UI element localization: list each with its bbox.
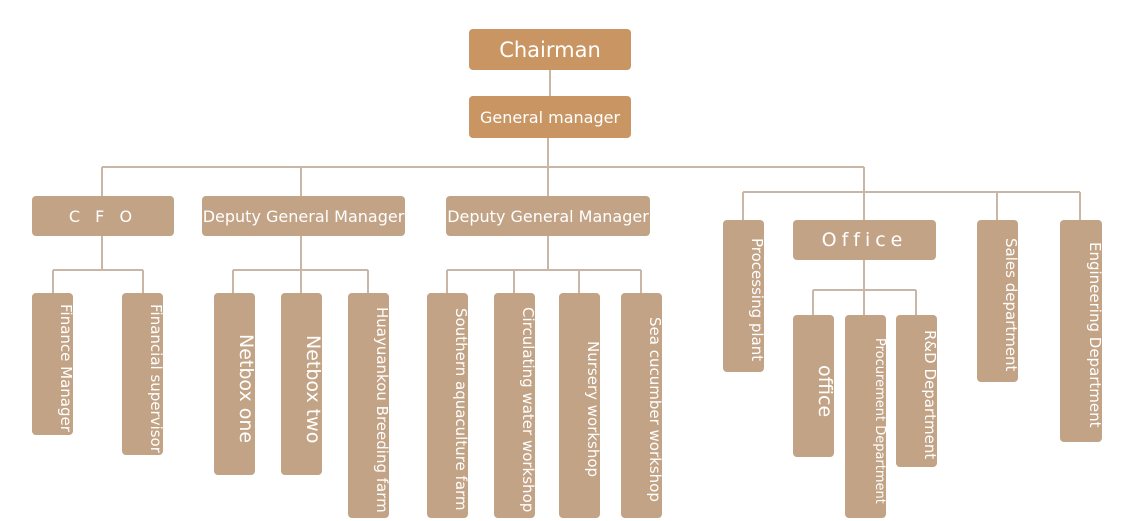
- node-nursery-workshop: Nursery workshop: [559, 293, 602, 518]
- connector-deputy-2-children: [446, 236, 642, 293]
- connector-office-children: [812, 260, 917, 315]
- connector-deputy-1-children: [232, 236, 369, 293]
- node-rd-department: R&D Department: [896, 315, 939, 467]
- node-huayuankou-breeding-farm: Huayuankou Breeding farm: [348, 293, 391, 518]
- node-sales-department: Sales department: [977, 220, 1020, 382]
- node-chairman: Chairman: [469, 29, 631, 70]
- node-processing-plant: Processing plant: [723, 220, 766, 372]
- node-circulating-water-workshop: Circulating water workshop: [494, 293, 537, 518]
- node-financial-supervisor: Financial supervisor: [122, 293, 165, 455]
- node-netbox-one: Netbox one: [214, 293, 257, 475]
- node-cfo: C F O: [32, 196, 174, 236]
- node-netbox-two: Netbox two: [281, 293, 324, 475]
- node-deputy-general-manager-2: Deputy General Manager: [446, 196, 650, 236]
- node-office-sub: office: [793, 315, 836, 457]
- node-sea-cucumber-workshop: Sea cucumber workshop: [621, 293, 664, 518]
- node-office: Office: [793, 220, 936, 260]
- node-southern-aquaculture-farm: Southern aquaculture farm: [427, 293, 470, 518]
- connector-cfo-children: [52, 236, 144, 293]
- node-procurement-department: Procurement Department: [845, 315, 887, 518]
- node-general-manager: General manager: [469, 96, 631, 138]
- node-deputy-general-manager-1: Deputy General Manager: [202, 196, 405, 236]
- node-finance-manager: Finance Manager: [32, 293, 75, 435]
- node-engineering-department: Engineering Department: [1060, 220, 1104, 442]
